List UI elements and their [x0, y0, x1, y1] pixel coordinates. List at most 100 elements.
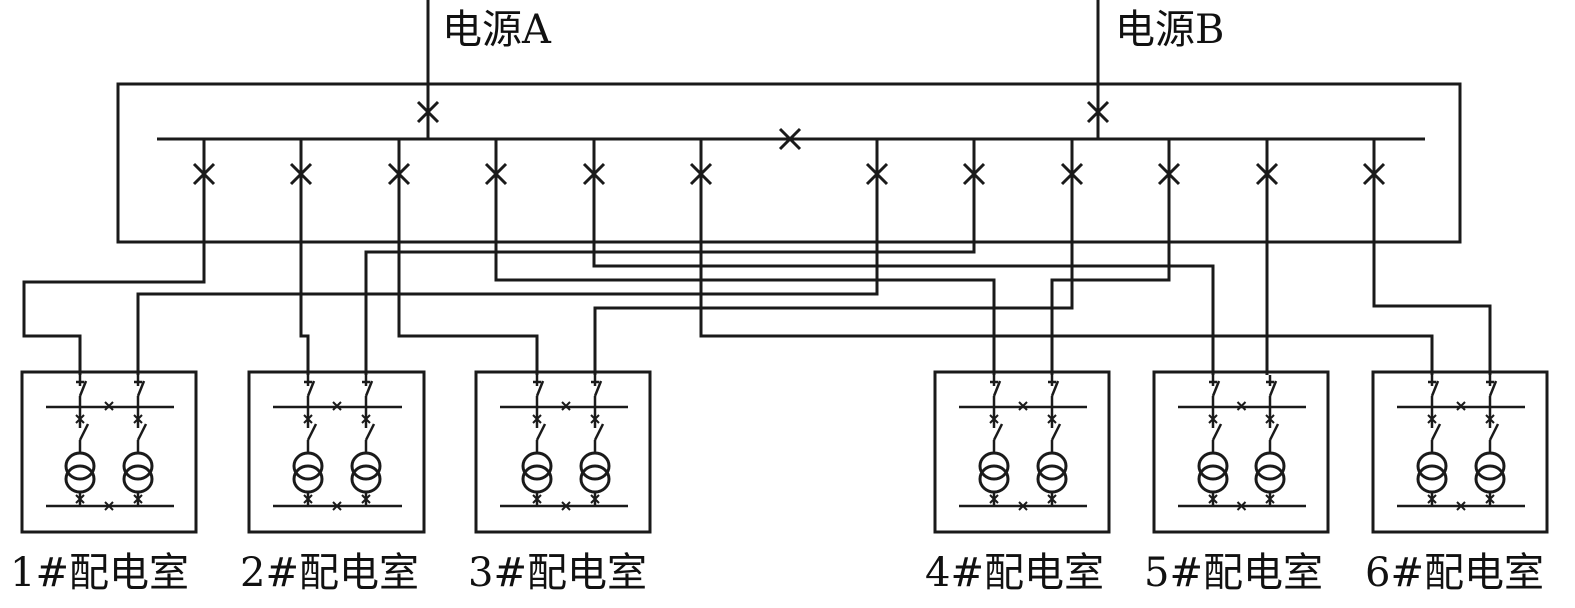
room-1-branch-2-incoming-switch-blade	[136, 380, 146, 397]
room-5-branch-1-incoming-switch-blade	[1211, 380, 1221, 397]
room-2-frame	[247, 370, 426, 534]
room-5-branch-2-incoming-switch-blade	[1268, 380, 1278, 397]
room-2-branch-1-feeder-breaker	[303, 414, 313, 424]
room-4-lv-bus-tie	[1018, 501, 1028, 511]
room-5-branch-2-feeder-breaker	[1265, 414, 1275, 424]
feeder-breaker-4	[484, 162, 508, 186]
room-2-branch-1-transformer-switch-blade	[306, 423, 318, 441]
room-2-branch-2-feeder-breaker	[361, 414, 371, 424]
room-4-branch-2-feeder-breaker	[1047, 414, 1057, 424]
room-3-branch-2-secondary-breaker	[590, 494, 600, 504]
room-6-branch-2-transformer-primary-winding	[1474, 451, 1506, 481]
room-2-lv-bus-tie	[332, 501, 342, 511]
feeder-breaker-5	[582, 162, 606, 186]
room-6-lv-bus-tie	[1456, 501, 1466, 511]
room-3-frame	[474, 370, 652, 534]
room-1-hv-bus-tie	[104, 401, 114, 411]
room-6-branch-1-incoming-switch-blade	[1430, 380, 1440, 397]
room-6-hv-bus-tie	[1456, 401, 1466, 411]
cable-to-room-4-in-2	[1050, 242, 1171, 375]
cable-to-room-2-in-2	[364, 242, 976, 375]
room-4-label: 4#配电室	[925, 550, 1104, 596]
room-4-hv-bus-tie	[1018, 401, 1028, 411]
room-3-branch-2-transformer-switch-blade	[593, 423, 605, 441]
room-6-label: 6#配电室	[1365, 550, 1544, 596]
room-1-branch-2-transformer-primary-winding	[122, 451, 154, 481]
feeder-breaker-9	[1060, 162, 1084, 186]
feeder-breaker-7	[865, 162, 889, 186]
room-2-branch-1-incoming-switch-blade	[306, 380, 316, 397]
room-4-branch-1-transformer-primary-winding	[978, 451, 1010, 481]
feeder-breaker-6	[689, 162, 713, 186]
room-3-branch-1-incoming-switch-blade	[535, 380, 545, 397]
feeder-breaker-2	[289, 162, 313, 186]
room-5-branch-2-secondary-breaker	[1265, 494, 1275, 504]
room-4-branch-1-transformer-switch-blade	[992, 423, 1004, 441]
room-6-branch-1-transformer-switch-blade	[1430, 423, 1442, 441]
room-6-branch-2-incoming-switch-blade	[1488, 380, 1498, 397]
room-6-branch-2-feeder-breaker	[1485, 414, 1495, 424]
room-1-branch-2-secondary-breaker	[133, 494, 143, 504]
room-3-branch-1-transformer-switch-blade	[535, 423, 547, 441]
cable-to-room-4-in-1	[494, 242, 996, 375]
room-3-hv-bus-tie	[561, 401, 571, 411]
room-5-hv-bus-tie	[1236, 401, 1247, 411]
room-3-label: 3#配电室	[468, 550, 647, 596]
room-2-branch-2-incoming-switch-blade	[364, 380, 374, 397]
room-4-branch-1-feeder-breaker	[989, 414, 999, 424]
room-1-branch-1-secondary-breaker	[75, 494, 85, 504]
feeder-breaker-1	[192, 162, 216, 186]
cable-to-room-1-in-1	[22, 242, 206, 375]
room-2-hv-bus-tie	[332, 401, 342, 411]
room-4-branch-1-secondary-breaker	[989, 494, 999, 504]
cable-to-room-6-in-1	[699, 242, 1434, 375]
room-1-branch-1-transformer-switch-blade	[78, 423, 90, 441]
room-4-branch-1-incoming-switch-blade	[992, 380, 1002, 397]
room-3-branch-2-feeder-breaker	[590, 414, 600, 424]
room-1-branch-1-incoming-switch-blade	[78, 380, 88, 397]
room-5-label: 5#配电室	[1144, 550, 1323, 596]
room-6-branch-1-feeder-breaker	[1427, 414, 1437, 424]
room-2-branch-2-transformer-primary-winding	[350, 451, 382, 481]
cable-to-room-2-in-1	[299, 242, 310, 375]
room-3-branch-1-transformer-primary-winding	[521, 451, 553, 481]
cable-to-room-5-in-1	[592, 242, 1215, 375]
room-1-lv-bus-tie	[104, 501, 114, 511]
room-1-branch-2-feeder-breaker	[133, 414, 143, 424]
cable-to-room-6-in-2	[1372, 242, 1492, 375]
room-3-lv-bus-tie	[561, 501, 571, 511]
room-5-branch-1-transformer-switch-blade	[1211, 423, 1223, 441]
feeder-breaker-10	[1157, 162, 1181, 186]
source-a-label: 电源A	[442, 7, 551, 53]
room-5-branch-1-secondary-breaker	[1208, 494, 1218, 504]
main-substation-frame	[116, 82, 1462, 244]
cable-to-room-1-in-2	[136, 242, 879, 375]
room-4-branch-2-incoming-switch-blade	[1050, 380, 1060, 397]
room-2-branch-1-secondary-breaker	[303, 494, 313, 504]
room-6-branch-1-transformer-primary-winding	[1416, 451, 1448, 481]
room-5-branch-2-transformer-primary-winding	[1254, 451, 1286, 481]
room-4-branch-2-transformer-primary-winding	[1036, 451, 1068, 481]
room-4-branch-2-transformer-switch-blade	[1050, 423, 1062, 441]
room-6-branch-1-secondary-breaker	[1427, 494, 1437, 504]
room-1-branch-2-transformer-switch-blade	[136, 423, 148, 441]
room-4-frame	[933, 370, 1111, 534]
feeder-breaker-11	[1255, 162, 1279, 186]
source-b-label: 电源B	[1115, 7, 1225, 53]
room-6-branch-2-transformer-switch-blade	[1488, 423, 1500, 441]
room-5-branch-1-feeder-breaker	[1208, 414, 1218, 424]
room-1-label: 1#配电室	[10, 550, 189, 596]
room-5-frame	[1152, 370, 1330, 534]
room-3-branch-1-feeder-breaker	[532, 414, 542, 424]
room-2-label: 2#配电室	[240, 550, 419, 596]
feeder-breaker-3	[387, 162, 411, 186]
room-2-branch-2-transformer-switch-blade	[364, 423, 376, 441]
source-b-breaker	[1086, 100, 1110, 124]
room-3-branch-2-transformer-primary-winding	[579, 451, 611, 481]
room-1-branch-1-transformer-primary-winding	[64, 451, 96, 481]
room-5-branch-1-transformer-primary-winding	[1197, 451, 1229, 481]
room-3-branch-2-incoming-switch-blade	[593, 380, 603, 397]
room-1-branch-1-feeder-breaker	[75, 414, 85, 424]
